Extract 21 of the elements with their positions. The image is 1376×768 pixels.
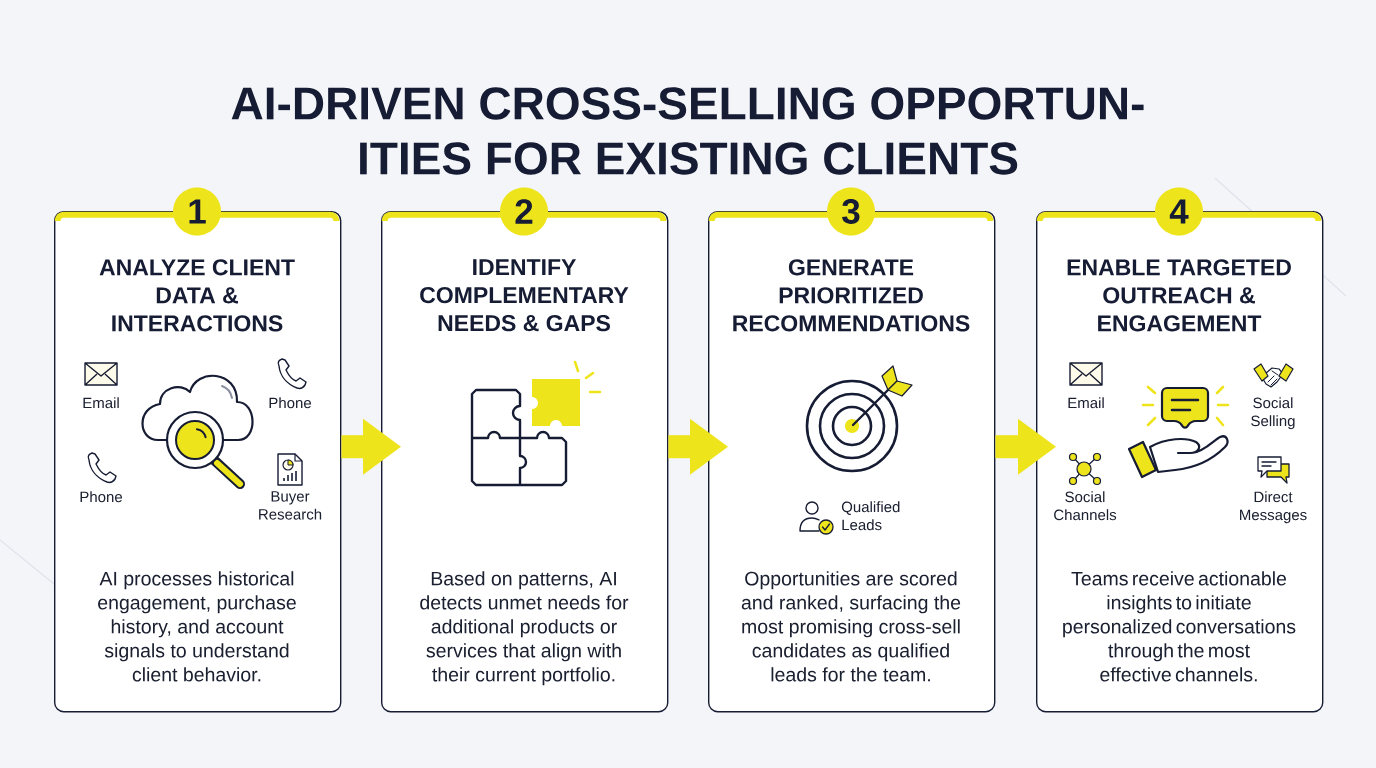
icon-label: Direct Messages: [1240, 491, 1307, 524]
step-description: Teams receive actionable insights to initiate personalized conversations through the most effective channels.: [1063, 571, 1296, 682]
arrow: [341, 418, 401, 475]
icon-label: Social Channels: [1054, 491, 1117, 521]
icon-label: Social Selling: [1251, 397, 1295, 430]
title: AI-DRIVEN CROSS-SELLING OPPORTUN- ITIES FOR EXISTING CLIENTS: [231, 87, 1144, 175]
icon-label: Qualified Leads: [841, 501, 900, 531]
step-description: AI processes historical engagement, purchase history, and account signals to understand client behavior.: [98, 571, 296, 682]
icon-label: Buyer Research: [259, 491, 322, 520]
icon-label: Phone: [269, 397, 311, 409]
step-title: IDENTIFY COMPLEMENTARY NEEDS & GAPS: [420, 259, 629, 332]
icon-label: Email: [1068, 397, 1104, 409]
icon-label: Email: [83, 397, 119, 409]
arrow: [668, 418, 728, 475]
step-description: Opportunities are scored and ranked, surfacing the most promising cross-sell candidates as qualified leads for the team.: [741, 571, 961, 682]
step-title: ANALYZE CLIENT DATA & INTERACTIONS: [99, 259, 295, 332]
step-description: Based on patterns, AI detects unmet needs for additional products or services that align with their current portfolio.: [420, 571, 629, 686]
step-title: GENERATE PRIORITIZED RECOMMENDATIONS: [733, 259, 970, 332]
arrow: [995, 418, 1056, 475]
icon-label: Phone: [80, 491, 122, 503]
step-title: ENABLE TARGETED OUTREACH & ENGAGEMENT: [1067, 259, 1291, 332]
